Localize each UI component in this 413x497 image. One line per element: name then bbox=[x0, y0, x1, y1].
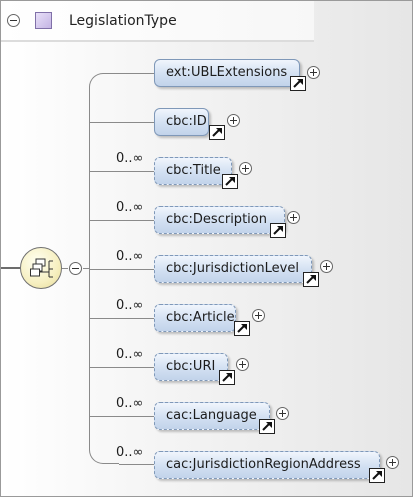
branch-connector bbox=[90, 122, 154, 123]
element-jurisdiction-level[interactable]: cbc:JurisdictionLevel bbox=[154, 255, 312, 283]
expand-description-icon[interactable] bbox=[287, 211, 300, 224]
sequence-connector bbox=[83, 268, 89, 269]
expand-title-icon[interactable] bbox=[239, 162, 252, 175]
branch-connector bbox=[90, 269, 154, 270]
branch-connector bbox=[119, 464, 154, 465]
complex-type-icon bbox=[35, 12, 52, 29]
expand-uri-icon[interactable] bbox=[236, 358, 249, 371]
branch-connector bbox=[90, 171, 154, 172]
expand-id-icon[interactable] bbox=[227, 114, 240, 127]
element-description[interactable]: cbc:Description bbox=[154, 206, 285, 234]
element-article[interactable]: cbc:Article bbox=[154, 304, 236, 332]
reference-arrow-icon bbox=[369, 468, 385, 483]
cardinality-label: 0..∞ bbox=[116, 200, 144, 215]
branch-connector bbox=[90, 367, 154, 368]
branch-connector bbox=[90, 220, 154, 221]
cardinality-label: 0..∞ bbox=[116, 298, 144, 313]
branch-connector bbox=[90, 416, 154, 417]
element-title[interactable]: cbc:Title bbox=[154, 157, 232, 185]
sequence-compositor-icon[interactable] bbox=[20, 247, 62, 289]
element-ubl-extensions[interactable]: ext:UBLExtensions bbox=[154, 59, 300, 87]
incoming-connector bbox=[1, 267, 20, 269]
spine-bottom-curve bbox=[89, 438, 119, 464]
collapse-sequence-icon[interactable] bbox=[69, 262, 82, 275]
expand-jurisdiction-level-icon[interactable] bbox=[320, 260, 333, 273]
expand-article-icon[interactable] bbox=[252, 309, 265, 322]
element-uri[interactable]: cbc:URI bbox=[154, 353, 228, 381]
collapse-type-icon[interactable] bbox=[7, 14, 20, 27]
branch-connector bbox=[119, 73, 154, 74]
type-header bbox=[1, 1, 314, 42]
reference-arrow-icon bbox=[234, 321, 250, 336]
expand-jurisdiction-region-address-icon[interactable] bbox=[386, 456, 399, 469]
branch-connector bbox=[90, 318, 154, 319]
type-name: LegislationType bbox=[69, 13, 177, 29]
reference-arrow-icon bbox=[219, 370, 235, 385]
reference-arrow-icon bbox=[290, 76, 306, 91]
cardinality-label: 0..∞ bbox=[116, 347, 144, 362]
reference-arrow-icon bbox=[259, 419, 275, 434]
cardinality-label: 0..∞ bbox=[116, 249, 144, 264]
element-jurisdiction-region-address[interactable]: cac:JurisdictionRegionAddress bbox=[154, 451, 380, 479]
sequence-spine bbox=[89, 98, 90, 439]
reference-arrow-icon bbox=[222, 174, 238, 189]
expand-language-icon[interactable] bbox=[276, 407, 289, 420]
reference-arrow-icon bbox=[209, 125, 225, 140]
element-language[interactable]: cac:Language bbox=[154, 402, 270, 430]
cardinality-label: 0..∞ bbox=[116, 445, 144, 460]
sequence-connector bbox=[62, 268, 68, 269]
expand-ubl-extensions-icon[interactable] bbox=[307, 66, 320, 79]
reference-arrow-icon bbox=[270, 223, 286, 238]
cardinality-label: 0..∞ bbox=[116, 151, 144, 166]
element-id[interactable]: cbc:ID bbox=[154, 108, 209, 136]
reference-arrow-icon bbox=[303, 272, 319, 287]
spine-top-curve bbox=[89, 73, 119, 99]
cardinality-label: 0..∞ bbox=[116, 396, 144, 411]
